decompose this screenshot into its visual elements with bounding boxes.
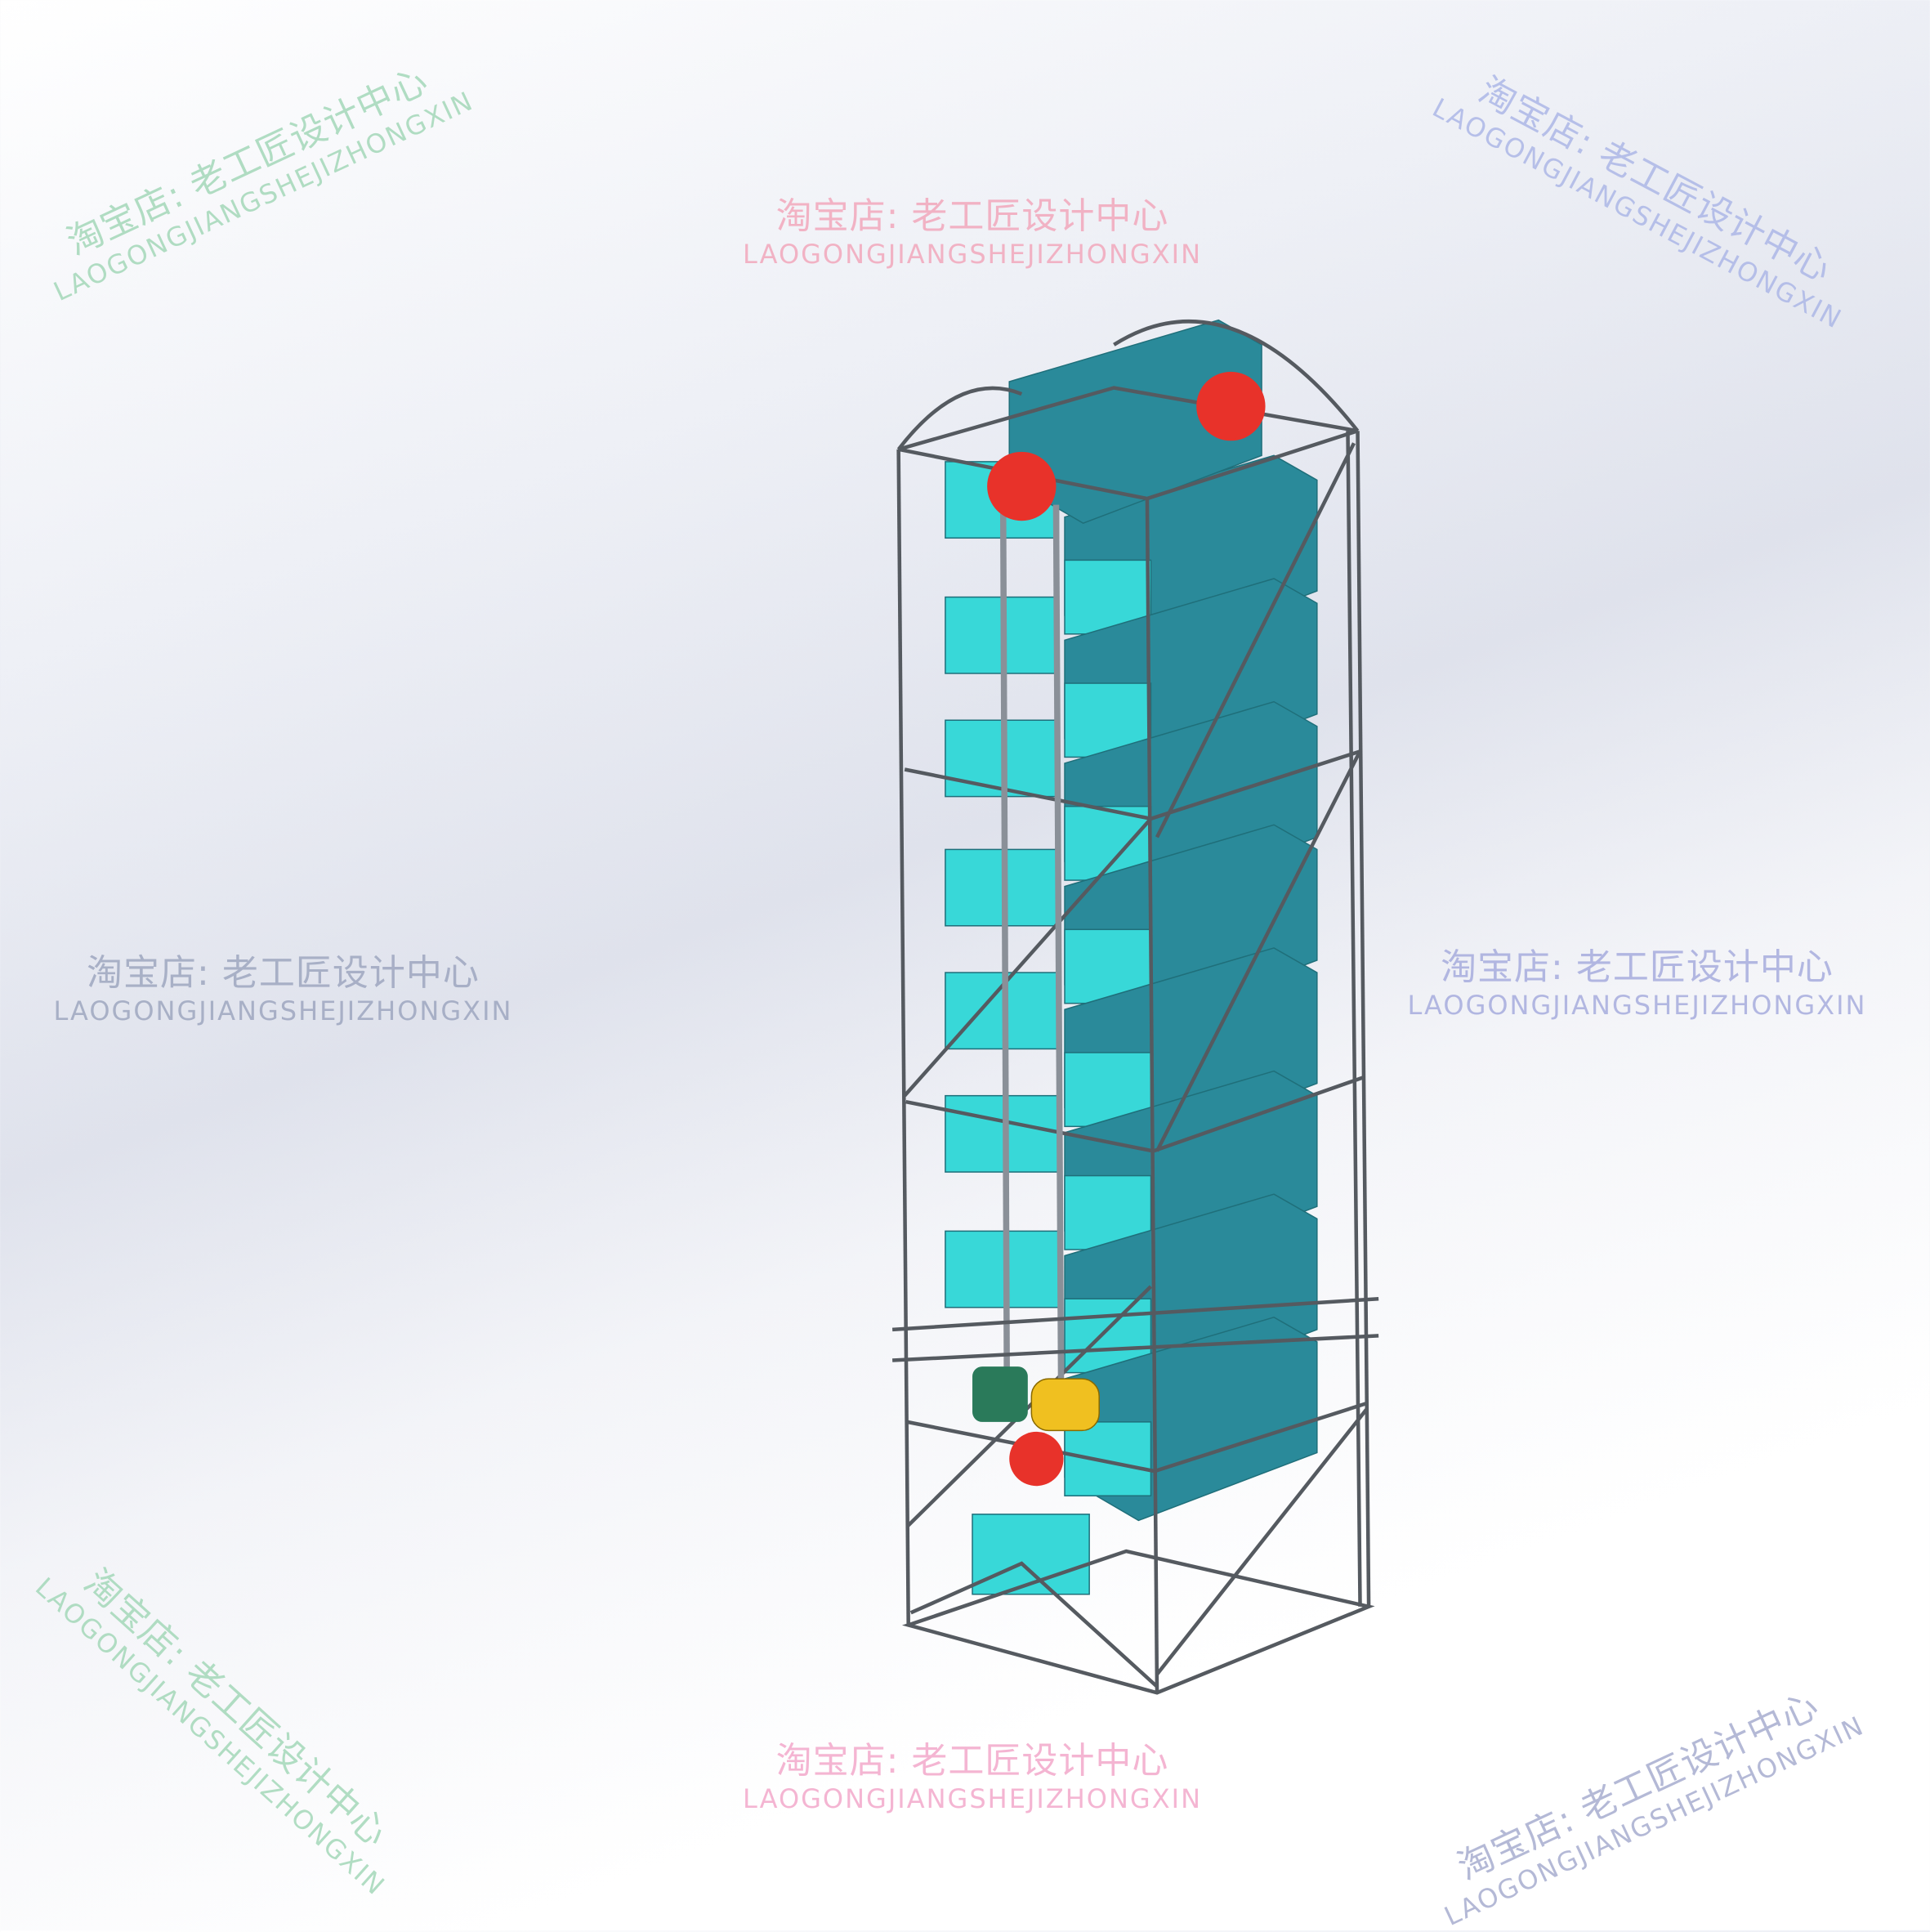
- frame-brace-6: [909, 1561, 1159, 1688]
- bucket-left: [945, 1094, 1060, 1173]
- frame-arch-right: [1113, 320, 1360, 432]
- watermark-en: LAOGONGJIANGSHEJIZHONGXIN: [1407, 989, 1867, 1021]
- frame-post-front-left: [896, 449, 910, 1626]
- frame-brace-3: [1155, 749, 1362, 1152]
- frame-bottom: [901, 1549, 1375, 1695]
- watermark-cn: 淘宝店: 老工匠设计中心: [775, 1740, 1169, 1782]
- watermark-cn: 淘宝店: 老工匠设计中心: [87, 952, 480, 995]
- motor: [1030, 1378, 1100, 1432]
- frame-post-inner: [1346, 431, 1362, 1607]
- steel-frame: [891, 320, 1379, 1695]
- head-sprocket-right: [1196, 371, 1266, 441]
- platform-rails: [891, 1296, 1379, 1362]
- watermark-cn: 淘宝店: 老工匠设计中心: [1441, 946, 1834, 988]
- watermark-cn: 淘宝店: 老工匠设计中心: [775, 195, 1169, 237]
- bucket-left: [972, 1514, 1090, 1595]
- buckets: [945, 319, 1318, 1595]
- frame-arch-left: [896, 386, 1023, 451]
- bucket-right-front: [1064, 1421, 1152, 1497]
- bucket-left: [945, 1230, 1060, 1308]
- frame-brace-5: [1155, 1408, 1368, 1676]
- frame-brace-2: [903, 817, 1153, 1098]
- tail-sprocket: [1009, 1431, 1064, 1487]
- frame-post-front-right: [1145, 499, 1159, 1693]
- watermark-en: LAOGONGJIANGSHEJIZHONGXIN: [53, 995, 513, 1027]
- chain-right: [1052, 504, 1065, 1380]
- frame-brace-4: [905, 1285, 1153, 1528]
- frame-ring-2: [905, 1075, 1365, 1153]
- head-sprocket-left: [987, 451, 1057, 521]
- drive-assembly: [972, 371, 1266, 1487]
- frame-brace-1: [1155, 442, 1356, 839]
- chain-left: [999, 504, 1010, 1380]
- gearbox: [972, 1366, 1028, 1422]
- watermark-en: LAOGONGJIANGSHEJIZHONGXIN: [743, 238, 1203, 270]
- frame-ring-3: [906, 1402, 1367, 1474]
- watermark-en: LAOGONGJIANGSHEJIZHONGXIN: [743, 1783, 1203, 1815]
